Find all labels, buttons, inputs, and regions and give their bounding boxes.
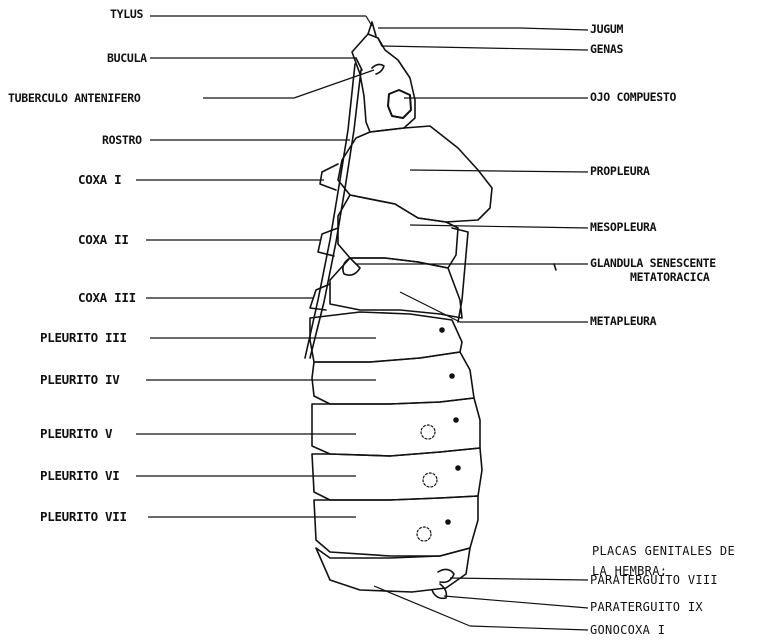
spiracle-5: [454, 418, 458, 422]
dotted-ring-7: [417, 527, 431, 541]
leader-mesopleura: [410, 225, 588, 228]
abdominal-segment-6: [312, 448, 482, 500]
label-metatoracica: METATORACICA: [630, 271, 709, 284]
label-pleurito-7: PLEURITO VII: [40, 510, 127, 523]
hind-leg: [452, 228, 468, 322]
label-tylus: TYLUS: [110, 8, 143, 21]
label-pleurito-4: PLEURITO IV: [40, 373, 119, 386]
label-coxa-3: COXA III: [78, 291, 136, 304]
label-coxa-2: COXA II: [78, 233, 129, 246]
compound-eye: [388, 90, 411, 118]
stray-mark: [554, 264, 556, 270]
leader-propleura: [410, 170, 588, 172]
leader-gonocoxa: [374, 586, 470, 626]
antenniferous-tubercle: [372, 64, 384, 74]
coxa-1: [320, 164, 338, 190]
label-propleura: PROPLEURA: [590, 165, 650, 178]
rostrum: [305, 64, 361, 358]
abdominal-segment-4: [312, 352, 474, 404]
label-jugum: JUGUM: [590, 23, 623, 36]
label-rostro: ROSTRO: [102, 134, 142, 147]
genas-edge: [378, 38, 382, 46]
mesopleura-outline: [338, 195, 458, 268]
label-metapleura: METAPLEURA: [590, 315, 656, 328]
label-pleurito-3: PLEURITO III: [40, 331, 127, 344]
label-tuberculo-antenifero: TUBERCULO ANTENIFERO: [8, 92, 140, 105]
label-genas: GENAS: [590, 43, 623, 56]
label-pleurito-6: PLEURITO VI: [40, 469, 119, 482]
abdominal-segment-7: [314, 496, 478, 556]
spiracle-7: [446, 520, 450, 524]
label-bucula: BUCULA: [107, 52, 147, 65]
label-pleurito-5: PLEURITO V: [40, 427, 112, 440]
label-mesopleura: MESOPLEURA: [590, 221, 656, 234]
spiracle-3: [440, 328, 444, 332]
label-gonocoxa-1: GONOCOXA I: [590, 624, 665, 637]
dotted-ring-5: [421, 425, 435, 439]
head-outline: [352, 34, 415, 132]
propleura-outline: [338, 126, 492, 222]
abdominal-segment-5: [312, 398, 480, 456]
scent-gland: [343, 258, 360, 275]
label-paraterguito-9: PARATERGUITO IX: [590, 601, 703, 614]
metapleura-outline: [330, 258, 462, 318]
spiracle-6: [456, 466, 460, 470]
label-paraterguito-8: PARATERGUITO VIII: [590, 574, 718, 587]
leader-paraterguito8: [450, 578, 588, 580]
dotted-ring-6: [423, 473, 437, 487]
leader-paraterguito9: [444, 596, 588, 608]
label-ojo-compuesto: OJO COMPUESTO: [590, 91, 676, 104]
paraterguito-8-lobe: [438, 569, 454, 582]
label-coxa-1: COXA I: [78, 173, 121, 186]
spiracle-4: [450, 374, 454, 378]
note-placas-genitales-line1: PLACAS GENITALES DE: [592, 545, 735, 558]
leader-genas: [382, 46, 588, 50]
label-glandula-senescente: GLANDULA SENESCENTE: [590, 257, 716, 270]
